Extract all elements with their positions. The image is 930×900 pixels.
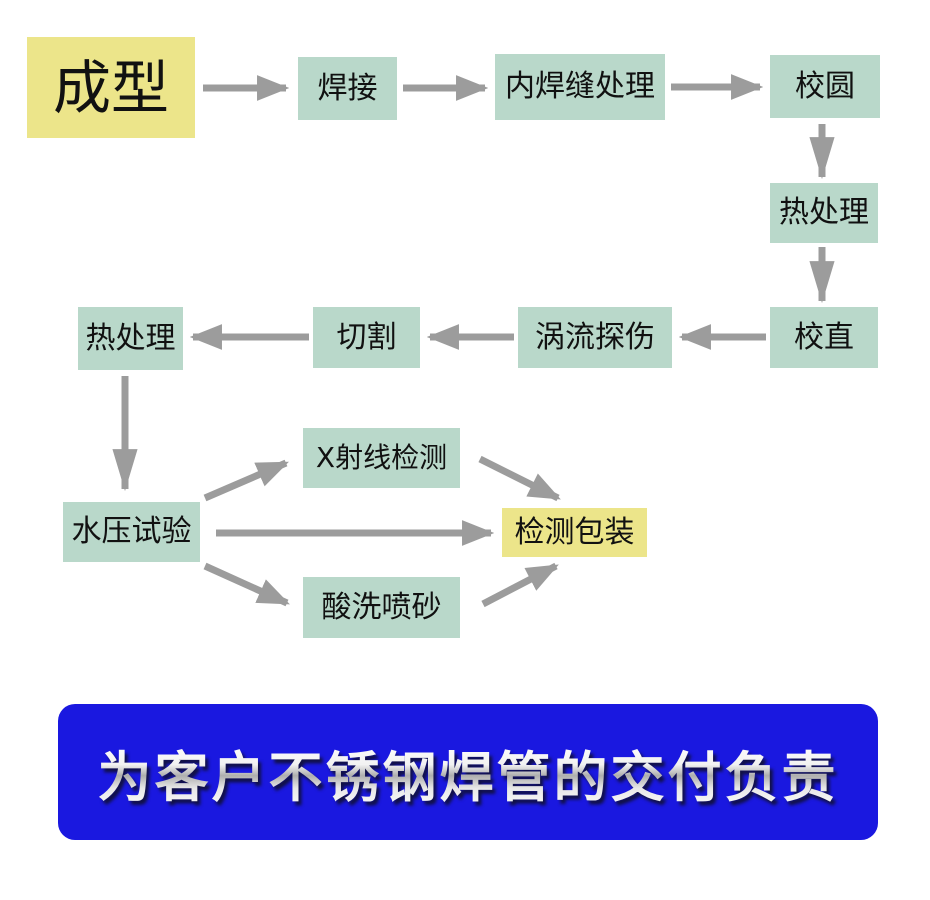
node-hydrostatic-test: 水压试验	[63, 502, 200, 562]
node-cutting: 切割	[313, 307, 420, 368]
node-pickling-sandblasting: 酸洗喷砂	[303, 577, 460, 638]
arrow-xray-to-inspect-pack	[478, 455, 561, 502]
node-inspection-packaging: 检测包装	[502, 508, 647, 557]
node-eddy-current-testing: 涡流探伤	[518, 307, 672, 368]
node-inner-weld-treatment: 内焊缝处理	[495, 54, 665, 120]
arrow-hydro-to-xray	[203, 459, 289, 502]
arrow-pickling-to-inspect-pack	[481, 562, 559, 608]
node-rounding: 校圆	[770, 55, 880, 118]
node-heat-treatment-1: 热处理	[770, 183, 878, 243]
node-xray-inspection: X射线检测	[303, 428, 460, 488]
slogan-text: 为客户不锈钢焊管的交付负责	[98, 733, 839, 812]
slogan-banner: 为客户不锈钢焊管的交付负责	[58, 704, 878, 840]
node-forming: 成型	[27, 37, 195, 138]
node-straightening: 校直	[770, 307, 878, 368]
node-welding: 焊接	[298, 57, 397, 120]
arrow-hydro-to-pickling	[203, 562, 290, 607]
node-heat-treatment-2: 热处理	[78, 307, 183, 370]
